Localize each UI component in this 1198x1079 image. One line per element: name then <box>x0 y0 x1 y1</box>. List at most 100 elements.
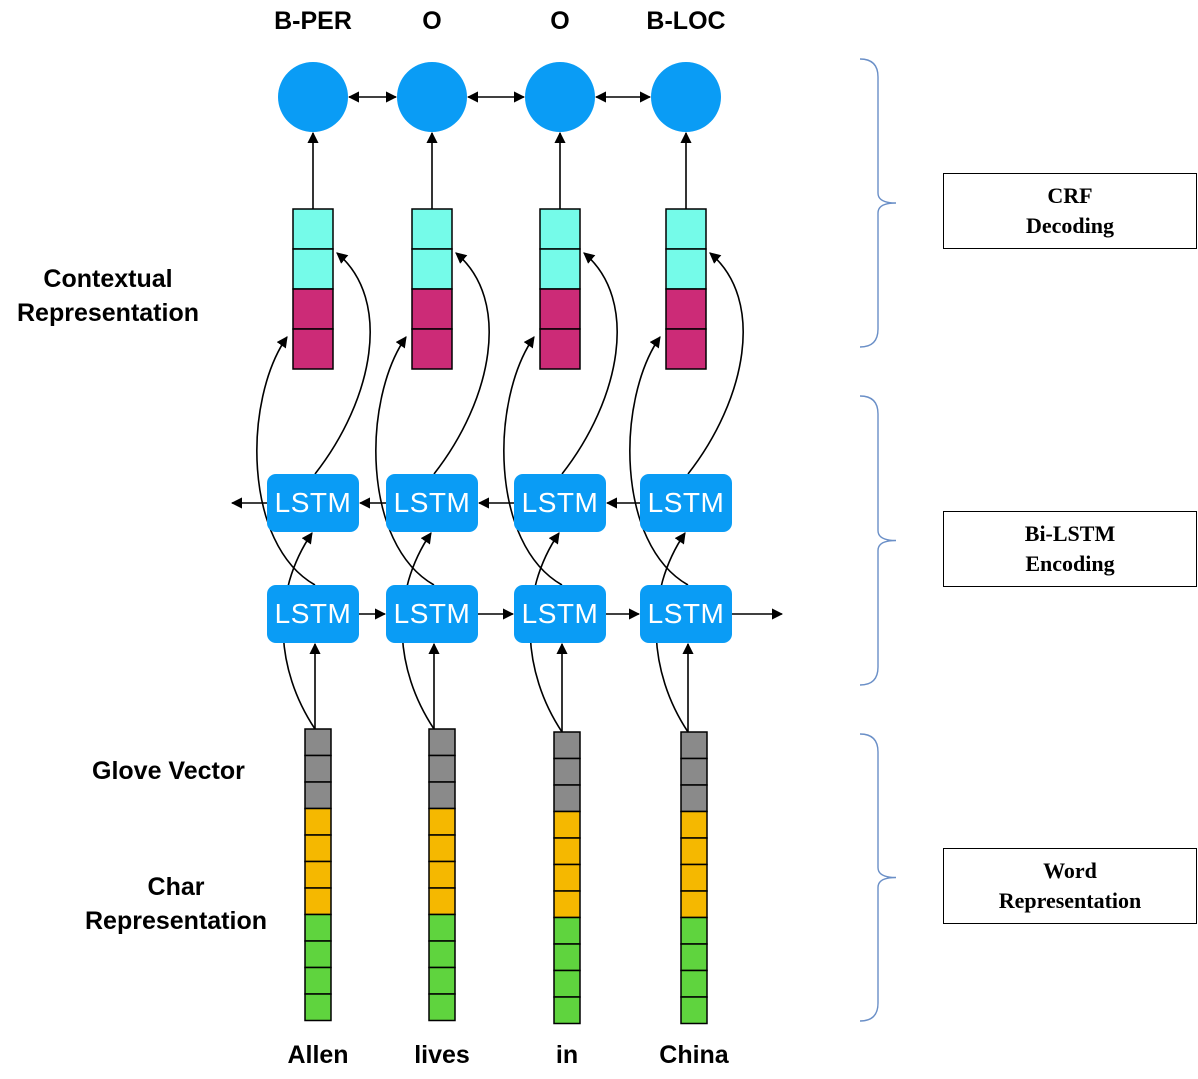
context-backward-cell <box>665 288 707 330</box>
backward-lstm-cell: LSTM <box>640 474 732 532</box>
forward-lstm-cell: LSTM <box>267 585 359 643</box>
char-representation-line: Char <box>147 873 205 901</box>
forward-lstm-to-context-arrow <box>503 336 563 586</box>
backward-lstm-to-context-arrow <box>561 252 618 475</box>
context-forward-cell <box>665 248 707 290</box>
stage-label: CRF <box>1047 183 1093 208</box>
char-representation-cell <box>304 807 332 836</box>
context-forward-cell <box>539 208 581 250</box>
backward-lstm-to-context-arrow <box>687 252 744 475</box>
stage-box: Bi-LSTM Encoding <box>943 511 1197 587</box>
stage-bracket <box>859 733 897 1022</box>
glove-vector-cell <box>680 757 708 786</box>
char-representation-cell <box>428 860 456 889</box>
char-representation-cell <box>680 996 708 1025</box>
backward-lstm-cell: LSTM <box>514 474 606 532</box>
char-representation-cell <box>553 996 581 1025</box>
char-representation-cell <box>553 890 581 919</box>
char-representation-cell <box>428 940 456 969</box>
char-representation-cell <box>428 913 456 942</box>
stage-label: Word <box>1043 858 1097 883</box>
tag-label: O <box>422 7 442 35</box>
context-backward-cell <box>665 328 707 370</box>
stage-bracket <box>859 395 897 686</box>
forward-lstm-cell: LSTM <box>514 585 606 643</box>
char-representation-cell <box>428 966 456 995</box>
stage-label: Encoding <box>1025 551 1115 576</box>
char-representation-cell <box>680 837 708 866</box>
tag-label: B-LOC <box>646 7 726 35</box>
crf-node <box>278 62 348 132</box>
char-representation-cell <box>680 916 708 945</box>
glove-vector-cell <box>680 731 708 760</box>
stage-label: Representation <box>998 888 1142 913</box>
context-backward-cell <box>539 288 581 330</box>
char-representation-cell <box>680 810 708 839</box>
char-representation-cell <box>428 834 456 863</box>
forward-lstm-to-context-arrow <box>629 336 689 586</box>
tag-label: B-PER <box>274 7 352 35</box>
context-backward-cell <box>292 288 334 330</box>
glove-vector-cell <box>680 784 708 813</box>
char-representation-cell <box>304 887 332 916</box>
char-representation-cell <box>680 890 708 919</box>
stage-label: Bi-LSTM <box>1024 521 1116 546</box>
context-backward-cell <box>411 328 453 370</box>
word-token: in <box>555 1041 579 1069</box>
backward-lstm-cell: LSTM <box>386 474 478 532</box>
char-representation-cell <box>553 863 581 892</box>
glove-vector-cell <box>304 781 332 810</box>
backward-lstm-to-context-arrow <box>433 252 490 475</box>
contextual-representation-line: Contextual <box>43 265 173 293</box>
glove-vector-cell <box>553 784 581 813</box>
tag-label: O <box>550 7 570 35</box>
char-representation-cell <box>553 969 581 998</box>
glove-vector-label: Glove Vector <box>92 757 245 785</box>
context-forward-cell <box>539 248 581 290</box>
glove-vector-cell <box>553 757 581 786</box>
context-backward-cell <box>411 288 453 330</box>
word-token: Allen <box>287 1041 349 1069</box>
word-token: China <box>659 1041 729 1069</box>
char-representation-cell <box>304 993 332 1022</box>
char-representation-cell <box>304 913 332 942</box>
char-representation-cell <box>304 860 332 889</box>
forward-lstm-cell: LSTM <box>386 585 478 643</box>
context-backward-cell <box>539 328 581 370</box>
char-representation-cell <box>428 887 456 916</box>
char-representation-cell <box>553 916 581 945</box>
context-forward-cell <box>292 248 334 290</box>
glove-vector-cell <box>304 728 332 757</box>
char-representation-cell <box>304 966 332 995</box>
glove-vector-cell <box>428 728 456 757</box>
glove-vector-cell <box>428 781 456 810</box>
char-representation-line: Representation <box>85 907 267 935</box>
crf-node <box>397 62 467 132</box>
stage-bracket <box>859 58 897 348</box>
forward-lstm-cell: LSTM <box>640 585 732 643</box>
context-forward-cell <box>292 208 334 250</box>
char-representation-cell <box>428 807 456 836</box>
context-backward-cell <box>292 328 334 370</box>
forward-lstm-to-context-arrow <box>375 336 435 586</box>
char-representation-cell <box>304 834 332 863</box>
glove-vector-cell <box>304 754 332 783</box>
word-token: lives <box>414 1041 470 1069</box>
contextual-representation-line: Representation <box>17 299 199 327</box>
forward-lstm-to-context-arrow <box>256 336 316 586</box>
glove-vector-cell <box>428 754 456 783</box>
backward-lstm-to-context-arrow <box>314 252 371 475</box>
char-representation-cell <box>553 810 581 839</box>
char-representation-cell <box>553 837 581 866</box>
char-representation-cell <box>304 940 332 969</box>
context-forward-cell <box>411 248 453 290</box>
crf-node <box>525 62 595 132</box>
context-forward-cell <box>411 208 453 250</box>
char-representation-cell <box>553 943 581 972</box>
backward-lstm-cell: LSTM <box>267 474 359 532</box>
